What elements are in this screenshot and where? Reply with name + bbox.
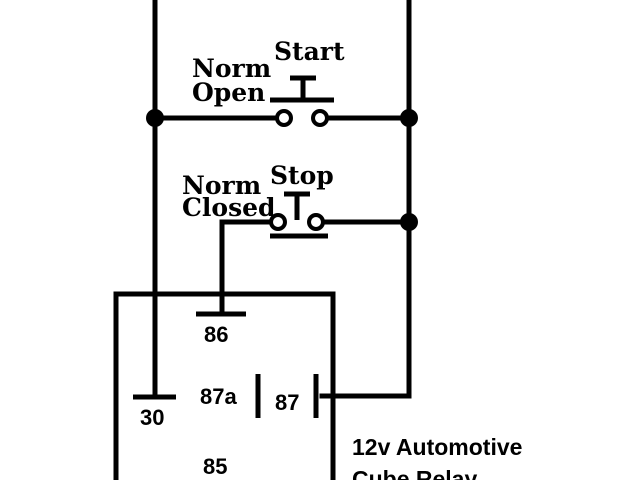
start-type-line1: Norm — [192, 54, 271, 83]
start-type-line2: Open — [192, 78, 265, 107]
stop-type-line2: Closed — [182, 193, 276, 222]
junction-dot — [146, 109, 164, 127]
junction-dot — [400, 109, 418, 127]
stop-type-line1: Norm — [182, 171, 261, 200]
pin-30-label: 30 — [140, 405, 164, 430]
start-label: Start — [274, 37, 345, 66]
stop-to-pin-86-wire — [219, 219, 273, 316]
wires — [152, 0, 412, 399]
stop-switch — [269, 191, 328, 239]
junction-dot — [400, 213, 418, 231]
switch-contact — [311, 109, 329, 127]
switch-contact — [275, 109, 293, 127]
relay-pins — [133, 311, 319, 418]
switch-contact — [269, 213, 287, 231]
pin-86-label: 86 — [204, 322, 228, 347]
start-switch — [270, 75, 334, 127]
junctions — [146, 109, 418, 231]
pin-87-label: 87 — [275, 390, 299, 415]
relay-caption-line2: Cube Relay — [352, 466, 477, 480]
pin-85-label: 85 — [203, 454, 227, 479]
relay-body — [113, 291, 336, 480]
switch-contact — [307, 213, 325, 231]
stop-label: Stop — [270, 161, 334, 190]
pin-87a-label: 87a — [200, 384, 237, 409]
relay-caption-line1: 12v Automotive — [352, 434, 522, 460]
